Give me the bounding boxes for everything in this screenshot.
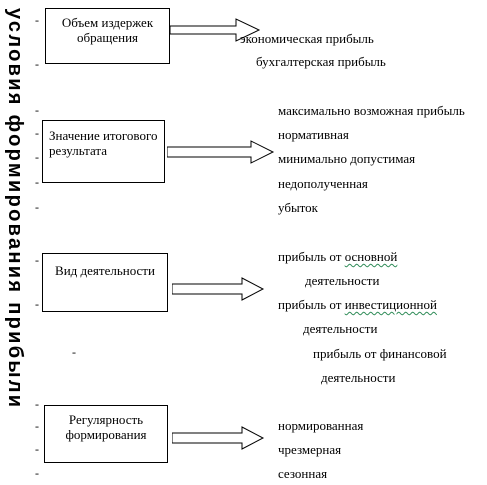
item-max-profit: максимально возможная прибыль	[278, 103, 465, 118]
dash-marker: -	[35, 253, 39, 267]
dash-marker: -	[35, 13, 39, 27]
item-economic-profit: экономическая прибыль	[240, 31, 374, 46]
item-min-acceptable: минимально допустимая	[278, 151, 416, 166]
node-result-value-label: Значение итогового результата	[49, 128, 158, 158]
item-accounting-profit: бухгалтерская прибыль	[256, 54, 386, 69]
item-investment-activity-profit: прибыль от инвестиционной	[278, 297, 437, 312]
dash-marker: -	[35, 297, 39, 311]
item-core-activity-suffix: деятельности	[305, 273, 380, 288]
node-activity-type: Вид деятельности	[42, 253, 168, 312]
dash-marker: -	[35, 200, 39, 214]
node-costs-label: Объем издержек обращения	[61, 15, 154, 45]
item-prefix: прибыль от	[278, 297, 345, 312]
node-result-value: Значение итогового результата	[42, 120, 165, 183]
side-title: условия формирования прибыли	[0, 8, 30, 458]
item-financial-activity-profit: прибыль от финансовой	[313, 346, 447, 361]
item-investment-activity-suffix: деятельности	[303, 321, 378, 336]
item-loss: убыток	[278, 200, 319, 215]
arrow-result-value	[167, 140, 275, 164]
node-activity-type-label: Вид деятельности	[55, 263, 155, 278]
dash-marker: -	[35, 57, 39, 71]
dash-marker: -	[35, 150, 39, 164]
dash-marker: -	[35, 103, 39, 117]
dash-marker: -	[35, 175, 39, 189]
arrow-regularity	[172, 426, 265, 450]
item-normative: нормативная	[278, 127, 349, 142]
item-core-activity-profit: прибыль от основной	[278, 249, 397, 264]
dash-marker: -	[35, 442, 39, 456]
item-normalized: нормированная	[278, 418, 364, 433]
node-regularity-label: Регулярность формирования	[65, 412, 147, 442]
item-prefix: прибыль от	[278, 249, 345, 264]
item-financial-activity-suffix: деятельности	[321, 370, 396, 385]
dash-marker: -	[35, 466, 39, 480]
dash-marker: -	[35, 126, 39, 140]
node-regularity: Регулярность формирования	[44, 405, 168, 463]
arrow-costs	[170, 18, 261, 42]
item-keyword: инвестиционной	[344, 297, 437, 312]
item-seasonal: сезонная	[278, 466, 328, 481]
dash-marker: -	[72, 345, 76, 359]
dash-marker: -	[35, 397, 39, 411]
node-costs: Объем издержек обращения	[45, 8, 170, 64]
item-excessive: чрезмерная	[278, 442, 342, 457]
dash-marker: -	[35, 419, 39, 433]
side-title-text: условия формирования прибыли	[4, 8, 26, 410]
arrow-activity-type	[172, 277, 265, 301]
item-lost-profit: недополученная	[278, 176, 368, 191]
item-keyword: основной	[344, 249, 398, 264]
